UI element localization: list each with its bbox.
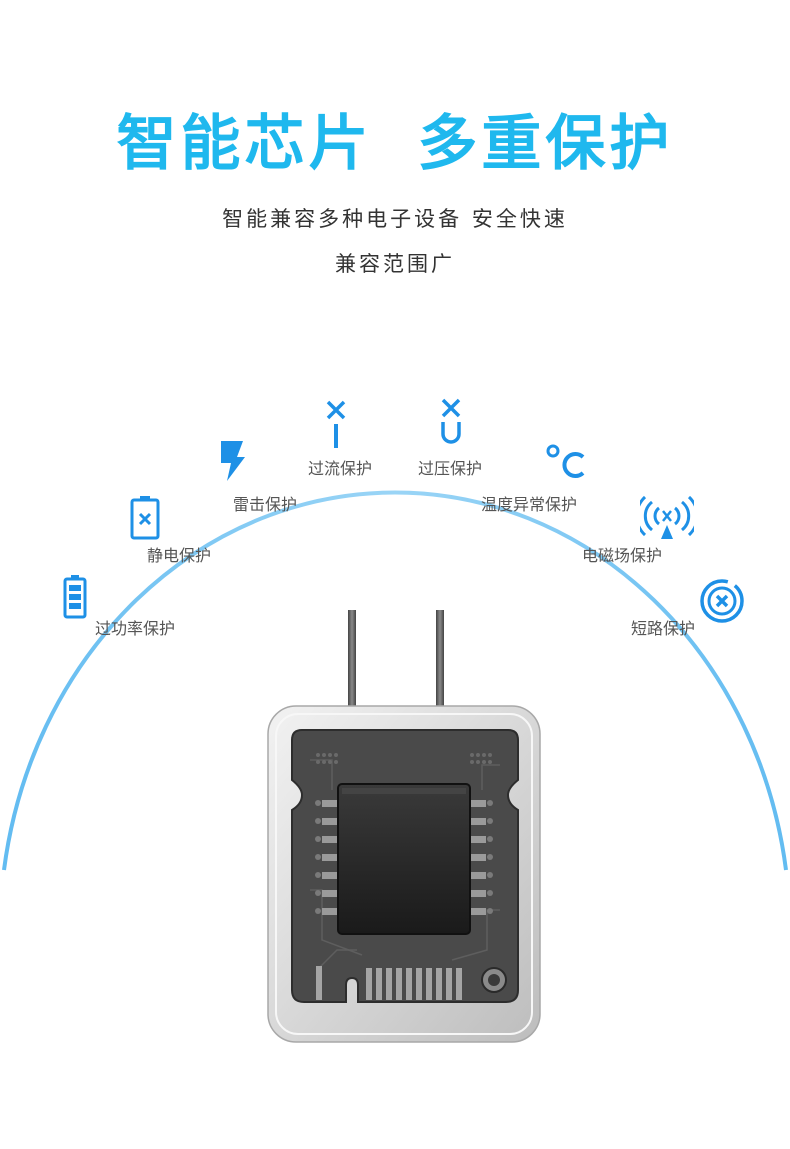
label-emf: 电磁场保护 bbox=[582, 546, 663, 565]
short-circuit-icon bbox=[700, 579, 744, 623]
subline-2: 兼容范围广 bbox=[335, 252, 455, 276]
label-static: 静电保护 bbox=[147, 546, 212, 565]
label-over-current: 过流保护 bbox=[308, 459, 373, 478]
antenna-signal-icon bbox=[640, 495, 694, 539]
battery-x-icon bbox=[130, 496, 160, 540]
current-x-icon bbox=[326, 400, 346, 448]
label-temperature: 温度异常保护 bbox=[481, 495, 578, 514]
label-lightning: 雷击保护 bbox=[233, 495, 298, 514]
celsius-icon bbox=[546, 444, 585, 478]
label-short-circuit: 短路保护 bbox=[631, 619, 696, 638]
lightning-icon bbox=[221, 441, 245, 481]
headline: 智能芯片 多重保护 bbox=[116, 109, 674, 179]
battery-full-icon bbox=[63, 575, 87, 619]
label-over-voltage: 过压保护 bbox=[418, 459, 483, 478]
label-over-power: 过功率保护 bbox=[95, 619, 176, 638]
charger-illustration bbox=[267, 610, 541, 1043]
subline-1: 智能兼容多种电子设备 安全快速 bbox=[222, 207, 568, 231]
voltage-x-icon bbox=[441, 398, 461, 444]
